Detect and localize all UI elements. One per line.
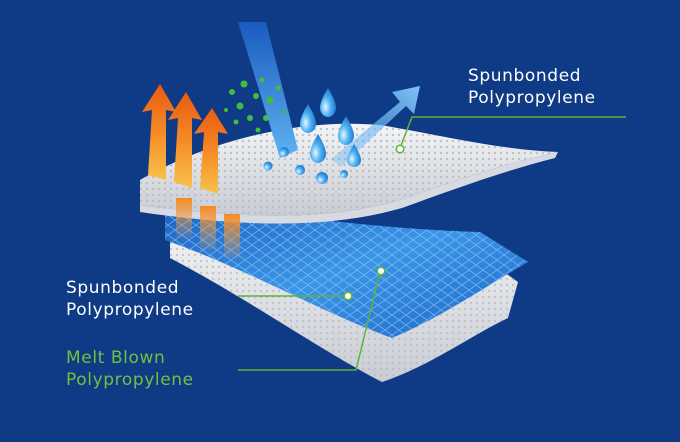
particles-cluster — [224, 77, 286, 133]
particle-icon — [224, 108, 228, 112]
water-drop-icon — [347, 144, 361, 167]
label-left-line1: Spunbonded — [66, 278, 180, 298]
particle-icon — [266, 96, 274, 104]
water-drop-icon — [310, 134, 326, 163]
marker-top-spunbond — [395, 144, 405, 154]
heat-arrows-upper — [142, 84, 228, 194]
label-melt-line2: Polypropylene — [66, 370, 194, 390]
incoming-stream-icon — [238, 22, 298, 158]
heat-arrow-icon — [176, 198, 192, 238]
water-drop-icon — [263, 161, 273, 171]
particle-icon — [247, 115, 253, 121]
water-drop-icon — [338, 116, 354, 145]
water-drop-icon — [279, 147, 289, 157]
label-melt-line1: Melt Blown — [66, 348, 166, 368]
particle-icon — [259, 77, 265, 83]
particle-icon — [275, 85, 281, 91]
heat-arrow-icon — [224, 214, 240, 258]
leader-lines — [238, 116, 626, 371]
label-top-spunbond: Spunbonded Polypropylene — [468, 65, 596, 109]
particle-icon — [255, 127, 261, 133]
marker-melt-blown — [376, 266, 386, 276]
particle-icon — [240, 80, 248, 88]
water-drop-icon — [340, 170, 348, 178]
heat-arrow-icon — [200, 206, 216, 250]
leader-line-top — [399, 116, 626, 149]
heat-arrow-icon — [194, 108, 228, 194]
label-left-line2: Polypropylene — [66, 300, 194, 320]
particle-icon — [236, 102, 244, 110]
water-drops — [263, 88, 361, 184]
heat-arrows-lower — [176, 198, 240, 258]
label-bottom-spunbond: Spunbonded Polypropylene — [66, 277, 194, 321]
particle-icon — [253, 93, 259, 99]
label-melt-blown: Melt Blown Polypropylene — [66, 347, 194, 391]
particle-icon — [263, 115, 269, 121]
heat-arrow-icon — [168, 92, 202, 188]
water-drop-icon — [295, 165, 305, 175]
label-top-line2: Polypropylene — [468, 88, 596, 108]
particle-icon — [233, 119, 239, 125]
water-drop-icon — [320, 88, 336, 117]
heat-arrow-icon — [142, 84, 176, 180]
marker-bottom-spunbond — [343, 291, 353, 301]
leader-markers — [343, 144, 405, 301]
water-drop-icon — [300, 104, 316, 133]
label-top-line1: Spunbonded — [468, 66, 582, 86]
outgoing-stream-icon — [330, 86, 420, 166]
particle-icon — [282, 110, 286, 114]
leader-line-melt — [238, 271, 381, 371]
water-drop-icon — [316, 172, 328, 184]
particle-icon — [229, 89, 235, 95]
